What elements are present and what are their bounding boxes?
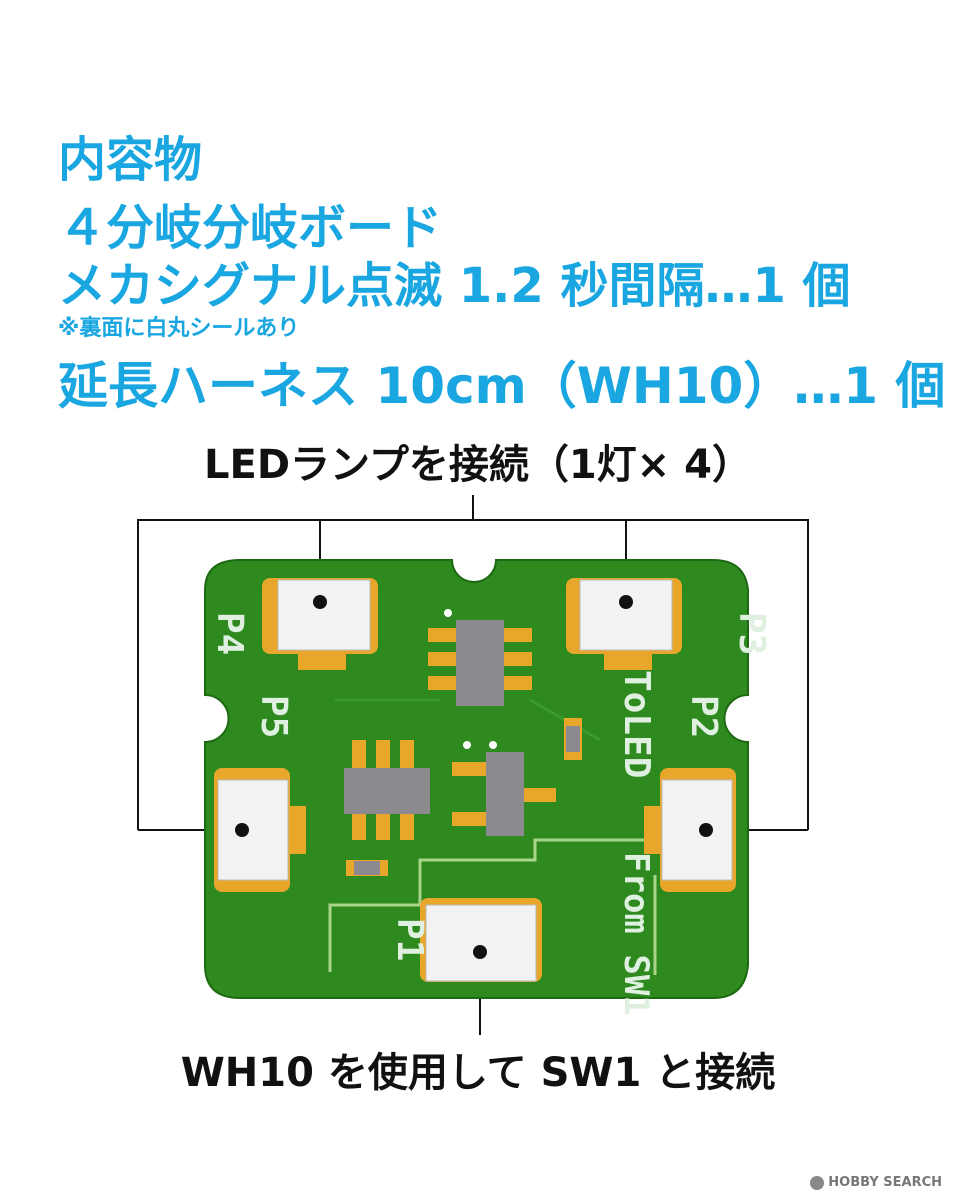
connector-p4	[262, 578, 378, 670]
resistor-small	[564, 718, 582, 760]
led-callout-label: LEDランプを接続（1灯× 4）	[204, 442, 752, 488]
watermark: HOBBY SEARCH	[810, 1175, 942, 1190]
contents-heading: 内容物	[58, 132, 203, 188]
silkscreen-labels: P4 P5 P3 P2 ToLED From SW1 P1	[209, 612, 772, 1016]
connector-p5	[214, 768, 306, 892]
contents-item-board: ４分岐分岐ボード	[58, 200, 443, 256]
contents-item-signal: メカシグナル点滅 1.2 秒間隔…1 個	[58, 258, 851, 314]
connector-p2	[644, 768, 736, 892]
chip-left	[344, 740, 471, 840]
label-from-sw1: From SW1	[616, 852, 656, 1016]
connector-p3	[566, 578, 682, 670]
sw1-callout-label: WH10 を使用して SW1 と接続	[180, 1050, 776, 1096]
watermark-text: HOBBY SEARCH	[828, 1175, 942, 1190]
chip-top	[428, 609, 532, 706]
label-p3: P3	[731, 612, 772, 655]
label-p1: P1	[389, 918, 430, 961]
resistor-bottom	[346, 860, 388, 876]
hobby-search-logo-icon	[810, 1175, 825, 1190]
contents-item-harness: 延長ハーネス 10cm（WH10）…1 個	[58, 357, 946, 415]
contents-note: ※裏面に白丸シールあり	[58, 316, 300, 341]
label-p2: P2	[683, 695, 724, 738]
label-p4: P4	[209, 612, 250, 655]
connector-p1-sw1	[420, 898, 542, 982]
label-to-led: ToLED	[616, 670, 657, 778]
chip-transistor	[452, 741, 556, 836]
label-p5: P5	[253, 695, 294, 738]
